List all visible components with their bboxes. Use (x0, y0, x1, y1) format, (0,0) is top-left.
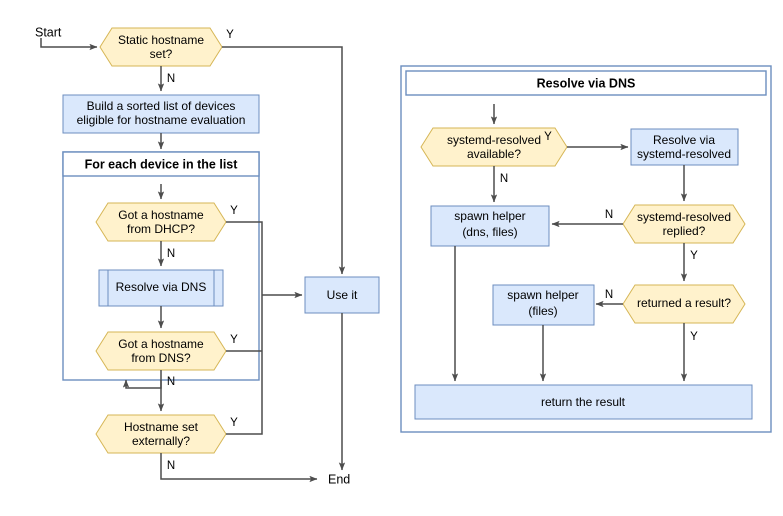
for-each-device-title-box (62, 151, 260, 177)
resolve-dns-panel-title-box (405, 70, 767, 96)
return-the-result-box (414, 384, 753, 420)
node-systemd-resolved-available: systemd-resolved available? (420, 127, 568, 167)
node-resolve-via-dns-call: Resolve via DNS (98, 269, 224, 307)
got-dns-text-line2: from DNS? (131, 351, 191, 365)
edge-label-got-dns-no: N (167, 376, 175, 388)
node-systemd-resolved-replied: systemd-resolved replied? (622, 204, 746, 244)
spawn-helper-files-text-line1: spawn helper (507, 288, 578, 302)
edge-label-got-dhcp-yes: Y (230, 205, 238, 217)
node-hostname-set-externally: Hostname set externally? (95, 414, 227, 454)
use-it-box (304, 276, 380, 314)
hostname-external-text-line1: Hostname set (124, 420, 199, 434)
node-spawn-helper-files: spawn helper (files) (492, 284, 595, 326)
edge-label-systemd-replied-yes: Y (690, 250, 698, 262)
edge-label-returned-result-no: N (605, 289, 613, 301)
resolve-via-systemd-box (630, 128, 739, 166)
end-label: End (328, 472, 350, 486)
node-spawn-helper-dns-files: spawn helper (dns, files) (430, 205, 550, 247)
edge-label-systemd-available-yes: Y (544, 131, 552, 143)
spawn-helper-files-text-line2: (files) (528, 304, 557, 318)
resolve-dns-panel-frame (400, 65, 772, 433)
edge-label-got-dhcp-no: N (167, 248, 175, 260)
static-hostname-text-line1: Static hostname (118, 33, 204, 47)
for-each-device-title: For each device in the list (85, 157, 239, 171)
edge-static-hostname-yes-to-use-it (222, 46, 346, 275)
container-for-each-device: For each device in the list (62, 151, 260, 381)
systemd-available-text-line1: systemd-resolved (447, 133, 541, 147)
edge-label-systemd-available-no: N (500, 173, 508, 185)
edge-label-static-hostname-no: N (167, 73, 175, 85)
return-the-result-text: return the result (541, 395, 626, 409)
returned-result-text: returned a result? (637, 296, 731, 310)
spawn-helper-dns-box (430, 205, 550, 247)
systemd-available-text-line2: available? (467, 147, 521, 161)
edge-label-static-hostname-yes: Y (226, 29, 234, 41)
spawn-helper-dns-text-line1: spawn helper (454, 209, 525, 223)
start-label: Start (35, 25, 62, 39)
resolve-via-systemd-text-line1: Resolve via (653, 133, 715, 147)
node-got-hostname-from-dns: Got a hostname from DNS? (95, 331, 227, 371)
edge-hostname-external-no-to-end (160, 453, 318, 483)
node-return-the-result: return the result (414, 384, 753, 420)
node-static-hostname-set: Static hostname set? (99, 27, 223, 67)
hostname-external-text-line2: externally? (132, 434, 190, 448)
edge-label-hostname-external-yes: Y (230, 417, 238, 429)
build-sorted-list-box (62, 94, 260, 134)
edge-label-got-dns-yes: Y (230, 334, 238, 346)
edge-label-systemd-replied-no: N (605, 209, 613, 221)
got-dns-text-line1: Got a hostname (118, 337, 204, 351)
resolve-via-systemd-text-line2: systemd-resolved (637, 147, 731, 161)
container-resolve-via-dns-panel: Resolve via DNS (400, 65, 772, 433)
resolve-dns-panel-title: Resolve via DNS (537, 76, 636, 90)
resolve-via-dns-box (98, 269, 224, 307)
node-returned-a-result: returned a result? (622, 284, 746, 324)
edge-got-dns-no-loopback (122, 370, 162, 389)
returned-result-hexagon (622, 284, 746, 324)
got-dhcp-text-line2: from DHCP? (127, 222, 195, 236)
node-build-sorted-list: Build a sorted list of devices eligible … (62, 94, 260, 134)
systemd-replied-text-line2: replied? (663, 224, 706, 238)
spawn-helper-dns-text-line2: (dns, files) (462, 225, 517, 239)
edge-label-hostname-external-no: N (167, 460, 175, 472)
node-resolve-via-systemd-resolved: Resolve via systemd-resolved (630, 128, 739, 166)
node-use-it: Use it (304, 276, 380, 314)
static-hostname-text-line2: set? (150, 47, 173, 61)
build-sorted-list-text-line1: Build a sorted list of devices (87, 99, 236, 113)
use-it-text: Use it (327, 288, 358, 302)
got-dhcp-text-line1: Got a hostname (118, 208, 204, 222)
edge-hostname-external-yes-to-merge (226, 295, 263, 435)
spawn-helper-files-box (492, 284, 595, 326)
build-sorted-list-text-line2: eligible for hostname evaluation (77, 113, 246, 127)
resolve-via-dns-text: Resolve via DNS (116, 280, 207, 294)
node-got-hostname-from-dhcp: Got a hostname from DHCP? (95, 202, 227, 242)
systemd-replied-hexagon (622, 204, 746, 244)
edge-got-dhcp-yes-to-merge (226, 221, 263, 295)
edge-label-returned-result-yes: Y (690, 331, 698, 343)
systemd-replied-text-line1: systemd-resolved (637, 210, 731, 224)
edge-start-to-static-hostname (40, 38, 98, 51)
